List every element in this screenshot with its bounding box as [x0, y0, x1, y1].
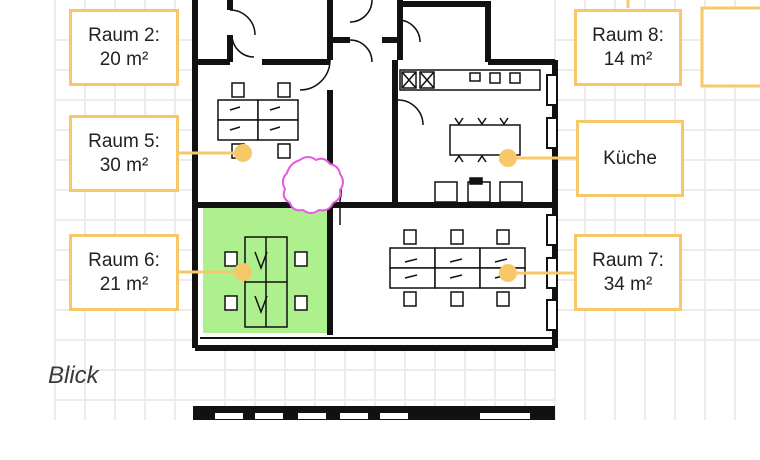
room-2-area: 20 m² — [99, 48, 149, 70]
desks-room-5 — [217, 82, 299, 159]
walls — [192, 0, 558, 351]
view-caption: Blick — [48, 362, 99, 389]
room-8-name: Raum 8: — [592, 24, 664, 46]
room-2-name: Raum 2: — [88, 24, 160, 46]
kitchen-appliances — [434, 177, 523, 203]
room-8-label[interactable]: Raum 8: 14 m² — [574, 9, 682, 86]
room-5-area: 30 m² — [99, 154, 149, 176]
room-5-label[interactable]: Raum 5: 30 m² — [69, 115, 179, 192]
label-connectors — [177, 0, 630, 275]
room-6-label[interactable]: Raum 6: 21 m² — [69, 234, 179, 311]
room-5-name: Raum 5: — [88, 130, 160, 152]
partial-room-label — [700, 6, 760, 88]
plant-icon — [281, 156, 344, 214]
room-7-area: 34 m² — [603, 273, 653, 295]
desks-room-6 — [224, 236, 308, 328]
room-8-area: 14 m² — [603, 48, 653, 70]
room-5-marker — [234, 144, 252, 162]
room-6-area: 21 m² — [99, 273, 149, 295]
room-7-label[interactable]: Raum 7: 34 m² — [574, 234, 682, 311]
room-7-marker — [499, 264, 517, 282]
room-7-name: Raum 7: — [592, 249, 664, 271]
room-markers — [234, 144, 517, 282]
kitchen-label[interactable]: Küche — [576, 120, 684, 197]
kitchen-marker — [499, 149, 517, 167]
kitchen-counter — [399, 69, 541, 91]
room-6-name: Raum 6: — [88, 249, 160, 271]
bottom-wall — [193, 406, 555, 420]
room-6-marker — [234, 263, 252, 281]
room-2-label[interactable]: Raum 2: 20 m² — [69, 9, 179, 86]
kitchen-name: Küche — [603, 147, 657, 169]
